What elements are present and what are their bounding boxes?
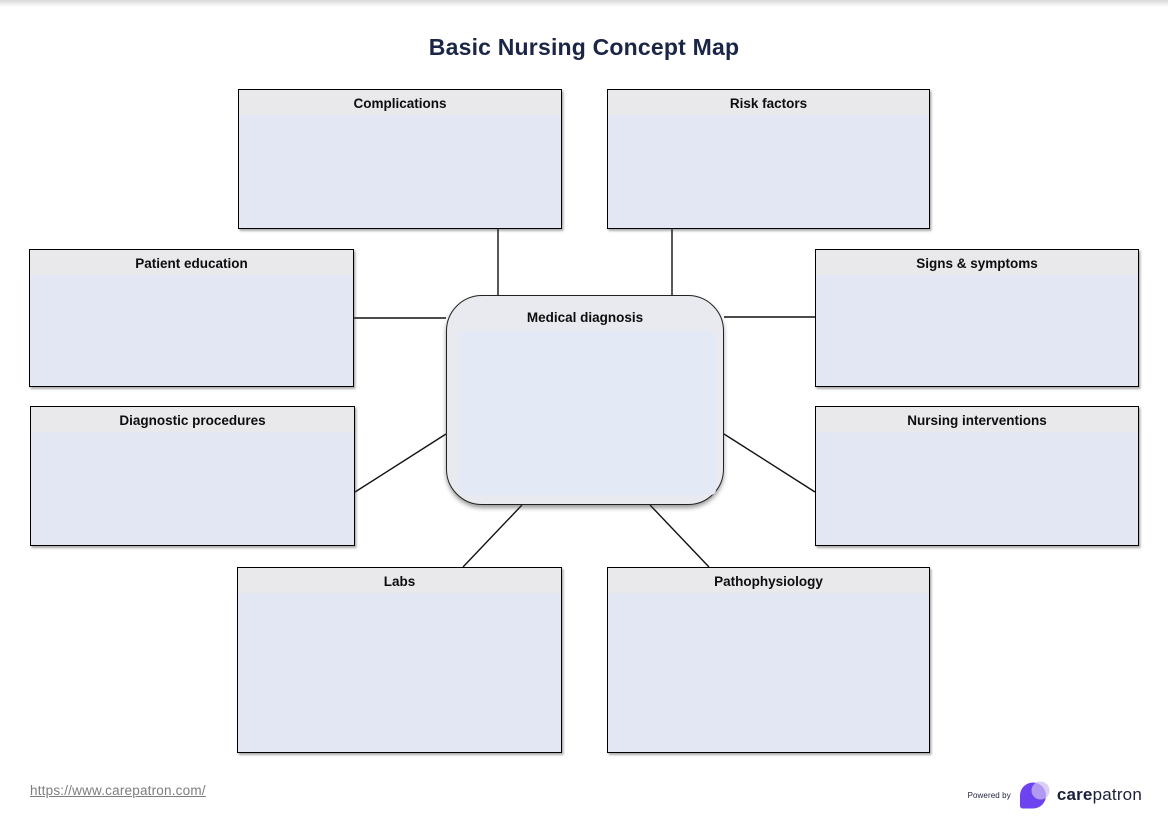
node-patient-education: Patient education — [29, 249, 354, 387]
node-signs-symptoms-field[interactable] — [816, 275, 1138, 386]
node-nursing-interventions-field[interactable] — [816, 432, 1138, 545]
edge-center-nursinginterventions — [723, 433, 816, 493]
node-pathophysiology-label: Pathophysiology — [714, 574, 823, 589]
node-labs-label: Labs — [383, 574, 416, 589]
page-top-shadow — [0, 0, 1168, 7]
node-diagnostic-procedures: Diagnostic procedures — [30, 406, 355, 546]
edge-center-labs — [462, 504, 523, 568]
node-diagnostic-procedures-label: Diagnostic procedures — [119, 413, 266, 428]
node-pathophysiology-field[interactable] — [608, 593, 929, 752]
brand-care: care — [1056, 785, 1093, 804]
node-medical-diagnosis-label: Medical diagnosis — [526, 310, 644, 325]
footer-url-link[interactable]: https://www.carepatron.com/ — [30, 783, 206, 798]
powered-by-label: Powered by — [967, 790, 1011, 800]
carepatron-logo-icon — [1019, 781, 1050, 808]
node-medical-diagnosis: Medical diagnosis — [446, 295, 724, 505]
node-nursing-interventions: Nursing interventions — [815, 406, 1139, 546]
powered-by-badge: Powered by carepatron — [968, 778, 1142, 812]
edge-center-pathophysiology — [649, 504, 710, 568]
node-medical-diagnosis-field[interactable] — [459, 331, 716, 495]
brand-patron: patron — [1092, 785, 1142, 804]
node-patient-education-label: Patient education — [135, 256, 248, 271]
node-signs-symptoms: Signs & symptoms — [815, 249, 1139, 387]
node-risk-factors-field[interactable] — [608, 115, 929, 228]
node-signs-symptoms-label: Signs & symptoms — [916, 256, 1038, 271]
node-risk-factors: Risk factors — [607, 89, 930, 229]
node-labs-field[interactable] — [238, 593, 561, 752]
node-complications-field[interactable] — [239, 115, 561, 228]
node-labs: Labs — [237, 567, 562, 753]
node-complications-label: Complications — [353, 96, 447, 111]
carepatron-wordmark: carepatron — [1057, 785, 1142, 805]
edge-diagnosticprocedures-center — [354, 433, 447, 493]
node-risk-factors-label: Risk factors — [729, 96, 808, 111]
node-complications: Complications — [238, 89, 562, 229]
page-title: Basic Nursing Concept Map — [428, 34, 740, 60]
node-patient-education-field[interactable] — [30, 275, 353, 386]
node-pathophysiology: Pathophysiology — [607, 567, 930, 753]
node-diagnostic-procedures-field[interactable] — [31, 432, 354, 545]
node-nursing-interventions-label: Nursing interventions — [907, 413, 1047, 428]
